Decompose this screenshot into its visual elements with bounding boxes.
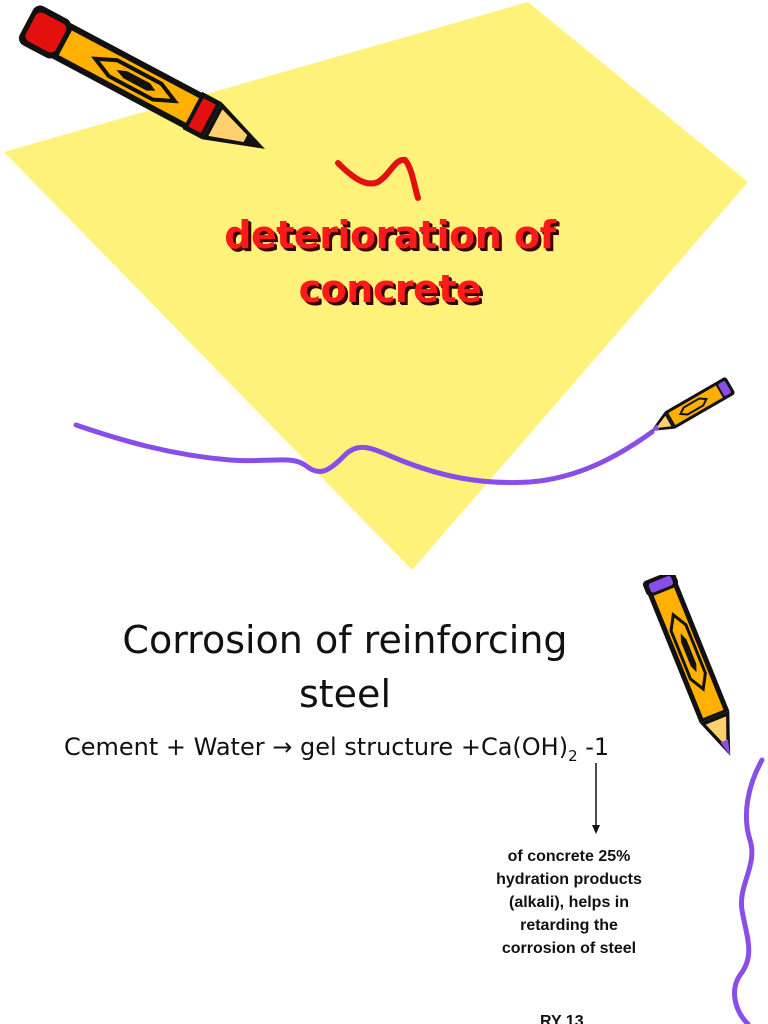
heading-line-2: steel [298, 672, 391, 716]
equation-suffix: -1 [577, 733, 610, 761]
content-slide: Corrosion of reinforcing steel Cement + … [0, 575, 768, 1024]
vertical-pencil-icon [642, 575, 731, 756]
equation-rhs: gel structure +Ca(OH) [292, 733, 569, 761]
down-arrow [592, 763, 600, 834]
heading-line-1: Corrosion of reinforcing [122, 618, 568, 662]
title-line-1: deterioration of [224, 213, 556, 257]
title-line-2: concrete [298, 267, 482, 311]
footer-partial-text: RY 13 [540, 1013, 584, 1024]
equation: Cement + Water → gel structure +Ca(OH)2 … [64, 733, 744, 765]
red-squiggle-line [335, 156, 421, 201]
title-slide: deterioration of concrete [4, 2, 748, 570]
large-pencil-icon [18, 5, 265, 149]
equation-subscript: 2 [568, 746, 578, 765]
purple-wavy-line [732, 757, 765, 1024]
yellow-diamond-shape [4, 2, 748, 570]
annotation-note: of concrete 25% hydration products (alka… [496, 848, 642, 957]
small-pencil-icon [650, 377, 735, 431]
slide-title: deterioration of concrete [150, 208, 630, 316]
slide1-artwork [4, 2, 748, 570]
right-arrow-icon: → [272, 733, 293, 761]
purple-squiggle-line [73, 422, 655, 486]
equation-lhs: Cement + Water [64, 733, 265, 761]
slide-heading: Corrosion of reinforcing steel [40, 613, 650, 721]
slide2-artwork [592, 575, 765, 1024]
